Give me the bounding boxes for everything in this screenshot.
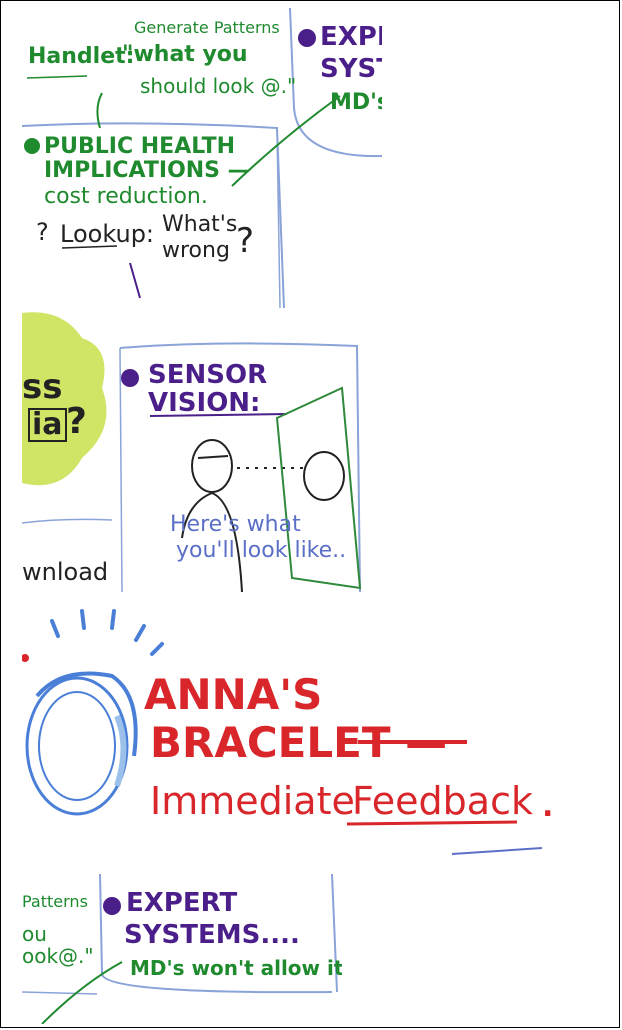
download-fragment: wnload <box>22 558 109 586</box>
expert-partial-heading: EXPE <box>320 22 382 52</box>
sketch-panel-public-health: Handlet: Generate Patterns "what you sho… <box>22 8 382 308</box>
immediate-text: Immediate <box>150 779 355 823</box>
whats-text: What's <box>162 212 238 237</box>
question-mark: ? <box>36 218 49 246</box>
youll-look-text: you'll look like.. <box>176 538 347 563</box>
ou-fragment: ou <box>22 922 47 946</box>
panel1-lines <box>22 8 382 308</box>
heres-what-text: Here's what <box>170 512 301 537</box>
wrong-text: wrong <box>162 238 230 263</box>
panel4-drawing <box>22 874 338 1024</box>
public-health-heading: PUBLIC HEALTH <box>44 134 236 159</box>
ia-fragment: ia <box>28 408 67 442</box>
vision-heading: VISION: <box>148 388 261 418</box>
should-look-text: should look @." <box>140 74 297 98</box>
bullet-dot-icon <box>24 138 40 154</box>
feedback-text: Feedback <box>352 779 533 823</box>
sensor-heading: SENSOR <box>148 360 268 390</box>
feedback-period: . <box>542 789 554 824</box>
sketch-panel-annas-bracelet: ANNA'S BRACELET — Immediate Feedback . <box>22 596 567 858</box>
what-you-text: "what you <box>122 42 248 67</box>
annas-heading: ANNA'S <box>144 670 323 719</box>
mirror-sketch <box>275 386 362 590</box>
sketch-panel-expert-systems: Patterns ou ook@." EXPERT SYSTEMS.... MD… <box>22 874 342 1024</box>
bullet-dot-icon <box>121 369 139 387</box>
cost-reduction-text: cost reduction. <box>44 184 208 209</box>
expert-heading: EXPERT <box>126 888 238 918</box>
systems-partial-heading: SYST <box>320 54 382 84</box>
ook-fragment: ook@." <box>22 944 94 968</box>
panel3-drawing <box>22 609 543 855</box>
patterns-fragment: Patterns <box>22 892 88 911</box>
handlet-label: Handlet: <box>28 44 135 69</box>
systems-heading: SYSTEMS.... <box>124 920 300 950</box>
mds-wont-allow-text: MD's won't allow it. <box>130 956 342 980</box>
ss-fragment: ss <box>22 367 63 407</box>
sketch-panel-sensor-vision: ss ia ? SENSOR VISION: Here's what you'l… <box>22 308 362 592</box>
generate-patterns-text: Generate Patterns <box>134 18 280 37</box>
mds-partial-text: MD's <box>330 90 382 115</box>
bracelet-sketch-icon <box>25 671 138 816</box>
bullet-dot-icon <box>103 897 121 915</box>
cloud-question: ? <box>66 401 87 442</box>
person-sketch <box>181 439 243 592</box>
bracelet-heading: BRACELET — <box>150 718 448 767</box>
lookup-label: Lookup: <box>60 220 155 248</box>
motion-lines <box>50 609 164 656</box>
question-mark-2: ? <box>236 221 255 261</box>
implications-heading: IMPLICATIONS — <box>44 158 250 183</box>
bullet-dot-icon <box>298 29 316 47</box>
